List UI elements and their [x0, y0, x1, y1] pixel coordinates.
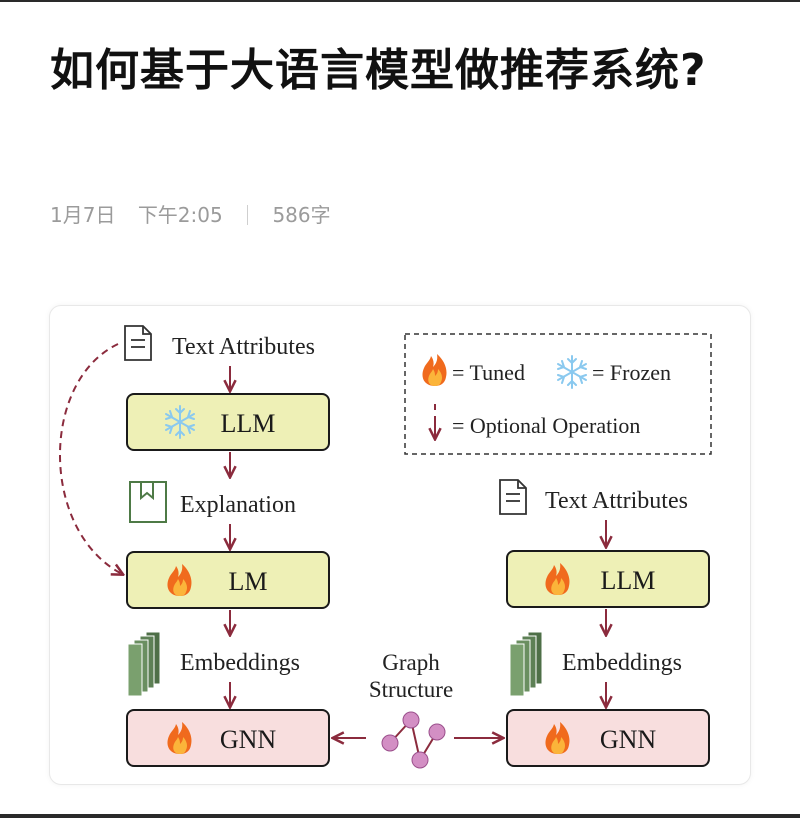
graph-structure: Graph Structure: [369, 650, 453, 769]
right-text-attributes: Text Attributes: [499, 479, 688, 515]
graph-structure-line1: Graph: [382, 650, 440, 675]
legend-tuned: = Tuned: [452, 360, 525, 385]
bottom-border: [0, 814, 800, 818]
graph-network-icon: [381, 711, 446, 769]
explanation-label: Explanation: [180, 492, 296, 518]
article-word-count: 586字: [272, 202, 331, 227]
legend-optional: = Optional Operation: [452, 413, 640, 438]
optional-skip-arrow: [59, 343, 122, 574]
left-gnn-label: GNN: [220, 725, 277, 754]
graph-structure-line2: Structure: [369, 677, 453, 702]
left-text-attributes-label: Text Attributes: [172, 334, 315, 360]
legend-flame-icon: [422, 354, 447, 386]
right-gnn-box[interactable]: GNN: [506, 709, 710, 767]
right-embeddings: Embeddings: [509, 631, 682, 697]
document-icon: [499, 479, 527, 515]
left-embeddings-label: Embeddings: [180, 650, 300, 676]
left-lm-box[interactable]: LM: [126, 551, 330, 609]
top-border: [0, 0, 800, 2]
legend-box: = Tuned = Frozen = Optional Operation: [404, 333, 712, 455]
right-llm-box[interactable]: LLM: [506, 550, 710, 608]
right-text-attributes-label: Text Attributes: [545, 488, 688, 514]
article-meta: 1月7日 下午2:05 586字: [50, 198, 331, 228]
article-time: 下午2:05: [137, 202, 223, 227]
left-lm-label: LM: [229, 567, 268, 596]
left-llm-label: LLM: [221, 409, 276, 438]
diagram-card[interactable]: Text Attributes LLM Explanation LM Embed…: [49, 305, 751, 785]
left-text-attributes: Text Attributes: [124, 325, 315, 361]
embeddings-stack-icon: [127, 631, 161, 697]
right-gnn-label: GNN: [600, 725, 657, 754]
document-icon: [124, 325, 152, 361]
legend-snowflake-icon: [557, 355, 587, 389]
book-icon: [129, 481, 167, 523]
article-title: 如何基于大语言模型做推荐系统?: [50, 45, 707, 96]
diagram-svg: Text Attributes LLM Explanation LM Embed…: [59, 325, 712, 769]
embeddings-stack-icon: [509, 631, 543, 697]
article-date: 1月7日: [50, 202, 116, 227]
left-gnn-box[interactable]: GNN: [126, 709, 330, 767]
right-embeddings-label: Embeddings: [562, 650, 682, 676]
meta-divider: [247, 204, 249, 225]
left-embeddings: Embeddings: [127, 631, 300, 697]
left-llm-box[interactable]: LLM: [126, 393, 330, 451]
left-explanation: Explanation: [129, 481, 296, 523]
legend-frozen: = Frozen: [592, 360, 671, 385]
right-llm-label: LLM: [601, 566, 656, 595]
